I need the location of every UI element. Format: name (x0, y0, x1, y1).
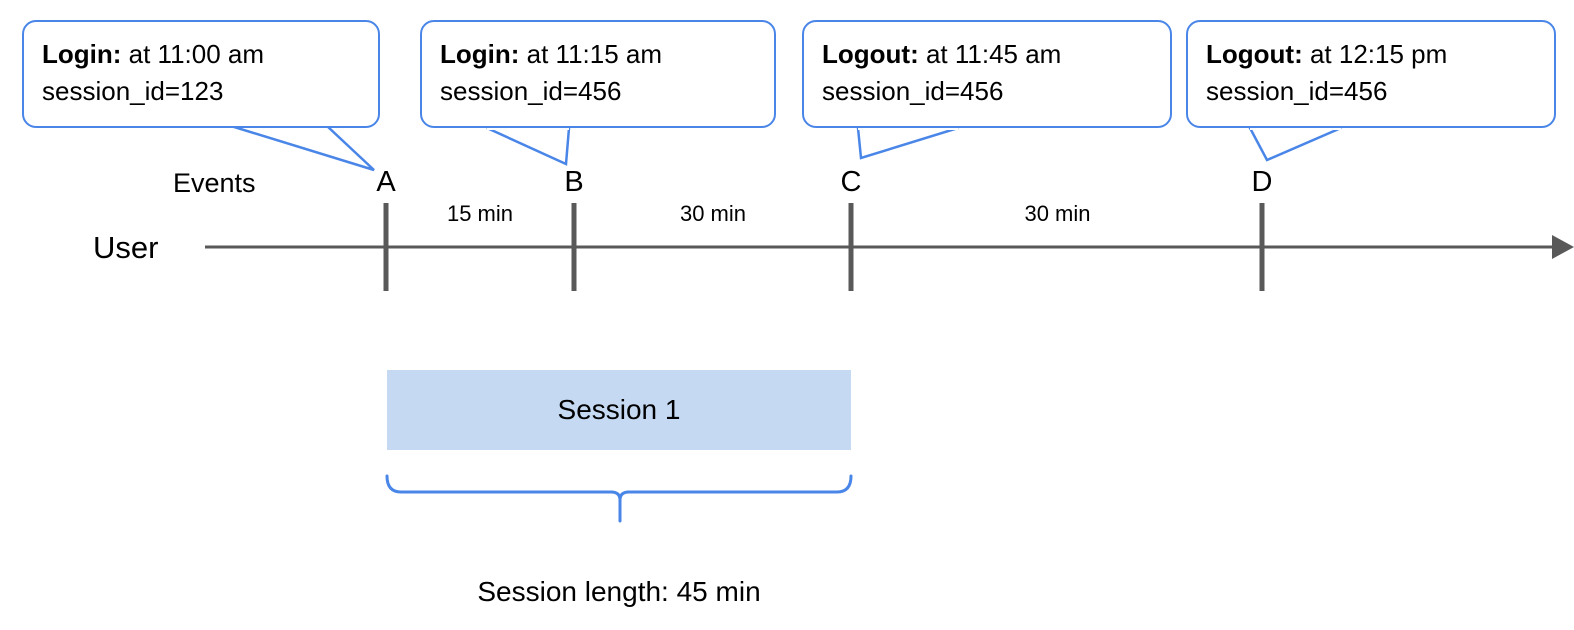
callout-d-detail: session_id=456 (1206, 76, 1388, 106)
marker-label-b: B (564, 166, 584, 198)
callout-c-kind: Logout: (822, 39, 919, 69)
callout-a-kind: Login: (42, 39, 122, 69)
callout-a-time: at 11:00 am (121, 39, 265, 69)
callout-tail-b (486, 126, 571, 166)
user-lane-label: User (93, 230, 159, 265)
callout-c-time: at 11:45 am (918, 39, 1062, 69)
callout-b-kind: Login: (440, 39, 520, 69)
callout-b[interactable]: Login: at 11:15 am session_id=456 (420, 20, 776, 128)
callout-a-headline: Login: at 11:00 am (42, 36, 360, 73)
interval-label-ab: 15 min (446, 201, 514, 226)
callout-c-detail: session_id=456 (822, 76, 1004, 106)
callout-b-time: at 11:15 am (519, 39, 663, 69)
events-lane-label: Events (173, 168, 256, 198)
interval-label-bc: 30 min (679, 201, 747, 226)
callout-d[interactable]: Logout: at 12:15 pm session_id=456 (1186, 20, 1556, 128)
callout-b-headline: Login: at 11:15 am (440, 36, 756, 73)
callout-a-detail: session_id=123 (42, 76, 224, 106)
callout-d-time: at 12:15 pm (1302, 39, 1448, 69)
marker-label-d: D (1251, 166, 1273, 198)
marker-label-c: C (840, 166, 862, 198)
marker-label-a: A (376, 166, 396, 198)
callout-d-headline: Logout: at 12:15 pm (1206, 36, 1536, 73)
session-length-label: Session length: 45 min (477, 576, 761, 607)
callout-c-headline: Logout: at 11:45 am (822, 36, 1152, 73)
timeline-axis (205, 235, 1574, 259)
callout-tail-a (230, 124, 375, 172)
callout-b-detail: session_id=456 (440, 76, 622, 106)
interval-label-cd: 30 min (1024, 201, 1091, 226)
session-span-brace (385, 474, 853, 523)
session-bar-label: Session 1 (557, 394, 681, 425)
callout-c[interactable]: Logout: at 11:45 am session_id=456 (802, 20, 1172, 128)
callout-a[interactable]: Login: at 11:00 am session_id=123 (22, 20, 380, 128)
session-bar[interactable]: Session 1 (387, 370, 851, 450)
callout-tail-c (856, 126, 959, 160)
callout-d-kind: Logout: (1206, 39, 1303, 69)
callout-tail-d (1247, 126, 1342, 162)
